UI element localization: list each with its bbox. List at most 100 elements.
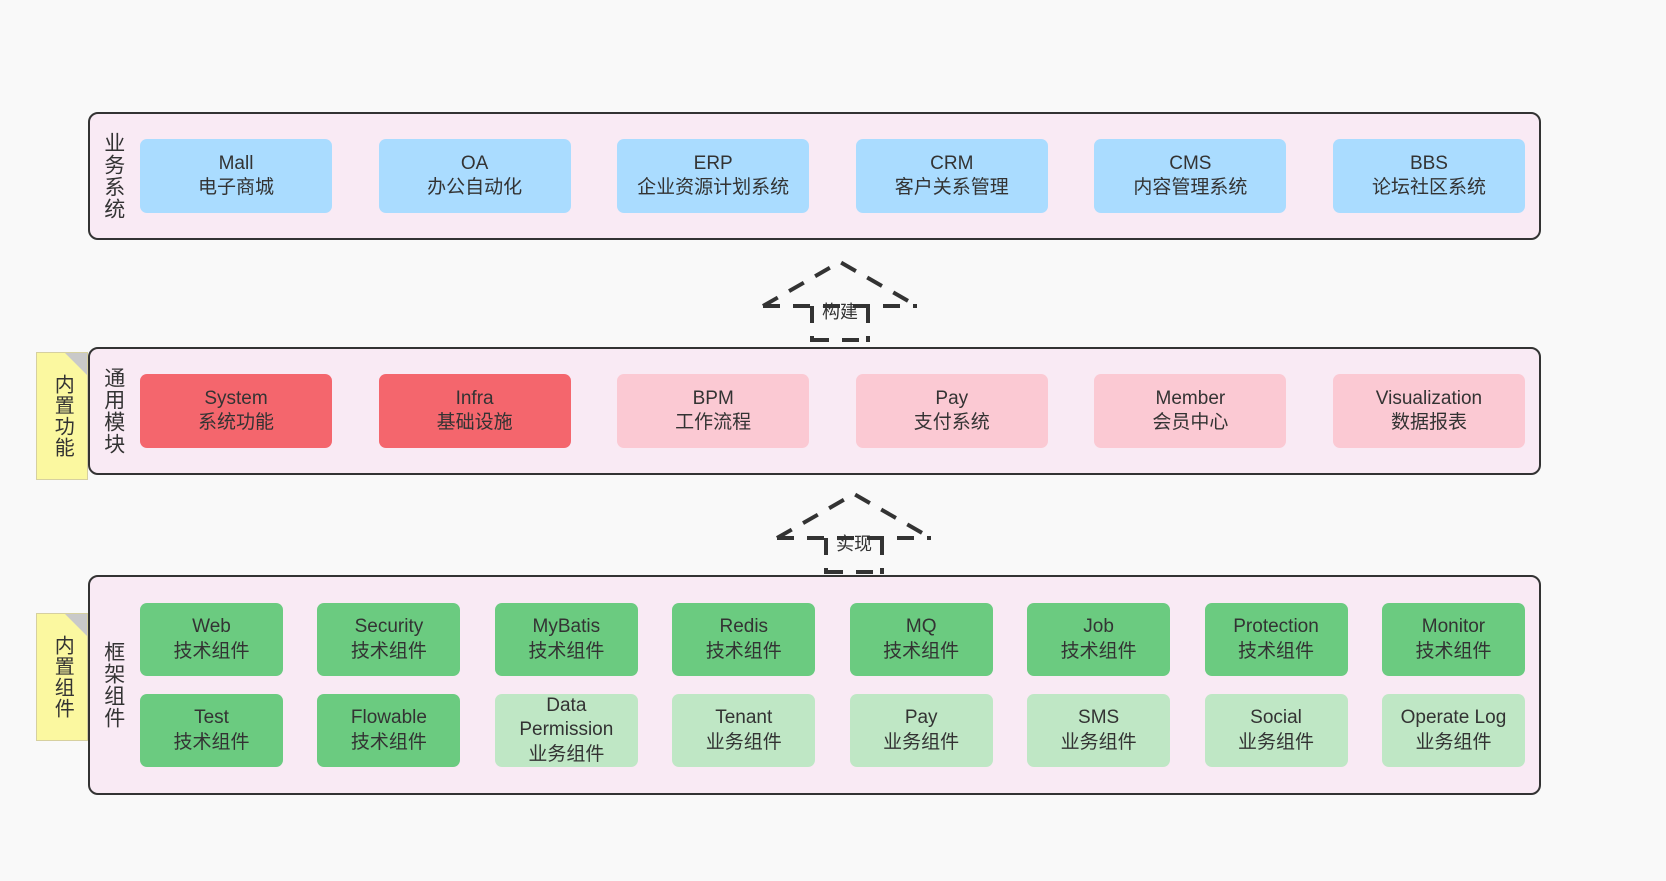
card-pay-component-cn: 业务组件 <box>883 731 960 753</box>
card-cms-cn: 内容管理系统 <box>1133 177 1248 198</box>
arrow-build: 构建 <box>755 258 925 342</box>
card-monitor-cn: 技术组件 <box>1415 640 1492 662</box>
layer-common-modules: 通用模块 System 系统功能 Infra 基础设施 BPM 工作流程 Pay… <box>88 347 1541 475</box>
card-monitor-en: Monitor <box>1421 616 1486 638</box>
card-visualization-en: Visualization <box>1375 387 1483 409</box>
card-mall-en: Mall <box>218 152 254 174</box>
card-mybatis-cn: 技术组件 <box>528 640 605 662</box>
card-job[interactable]: Job 技术组件 <box>1027 603 1171 676</box>
note-builtin-functions: 内置功能 <box>36 352 88 480</box>
card-mall-cn: 电子商城 <box>197 177 274 198</box>
arrow-realize-label: 实现 <box>836 534 872 554</box>
card-web-en: Web <box>192 616 231 638</box>
card-security-cn: 技术组件 <box>350 640 427 662</box>
card-test[interactable]: Test 技术组件 <box>140 694 283 767</box>
layer-common-modules-title: 通用模块 <box>101 367 125 455</box>
card-social-en: Social <box>1250 707 1302 729</box>
card-erp-cn: 企业资源计划系统 <box>637 177 790 198</box>
card-tenant[interactable]: Tenant 业务组件 <box>672 694 816 767</box>
layer-framework-components-body: Web 技术组件 Security 技术组件 MyBatis 技术组件 Redi… <box>136 577 1539 793</box>
card-mall[interactable]: Mall 电子商城 <box>140 139 332 213</box>
card-visualization[interactable]: Visualization 数据报表 <box>1332 374 1525 448</box>
business-card-row: Mall 电子商城 OA 办公自动化 ERP 企业资源计划系统 CRM 客户关系… <box>140 139 1525 213</box>
card-system-cn: 系统功能 <box>197 412 274 433</box>
card-monitor[interactable]: Monitor 技术组件 <box>1381 603 1525 676</box>
card-member[interactable]: Member 会员中心 <box>1094 374 1287 448</box>
framework-card-row-1: Web 技术组件 Security 技术组件 MyBatis 技术组件 Redi… <box>140 603 1525 676</box>
card-pay-component[interactable]: Pay 业务组件 <box>849 694 993 767</box>
card-system[interactable]: System 系统功能 <box>140 374 332 448</box>
card-bbs-en: BBS <box>1409 152 1448 174</box>
card-infra-en: Infra <box>455 387 494 409</box>
card-oa[interactable]: OA 办公自动化 <box>378 139 571 213</box>
card-infra-cn: 基础设施 <box>436 412 513 433</box>
note-builtin-components-label: 内置组件 <box>51 635 74 719</box>
card-system-en: System <box>204 387 268 409</box>
card-sms[interactable]: SMS 业务组件 <box>1027 694 1171 767</box>
card-oa-cn: 办公自动化 <box>427 177 523 198</box>
card-erp[interactable]: ERP 企业资源计划系统 <box>617 139 810 213</box>
card-bbs[interactable]: BBS 论坛社区系统 <box>1332 139 1525 213</box>
card-test-cn: 技术组件 <box>173 731 250 753</box>
card-test-en: Test <box>194 707 229 729</box>
card-sms-en: SMS <box>1078 707 1120 729</box>
card-crm-en: CRM <box>930 152 974 174</box>
note-fold-icon <box>65 614 87 636</box>
card-member-en: Member <box>1155 387 1226 409</box>
layer-business-system-title: 业务系统 <box>101 132 125 220</box>
card-security[interactable]: Security 技术组件 <box>317 603 461 676</box>
card-flowable[interactable]: Flowable 技术组件 <box>317 694 461 767</box>
card-bpm-cn: 工作流程 <box>675 412 752 433</box>
card-infra[interactable]: Infra 基础设施 <box>378 374 571 448</box>
card-redis[interactable]: Redis 技术组件 <box>672 603 816 676</box>
note-fold-icon <box>65 353 87 375</box>
card-flowable-cn: 技术组件 <box>350 731 427 753</box>
card-data-permission-cn: 业务组件 <box>528 743 605 765</box>
card-protection[interactable]: Protection 技术组件 <box>1204 603 1348 676</box>
card-bpm[interactable]: BPM 工作流程 <box>617 374 810 448</box>
card-pay-module[interactable]: Pay 支付系统 <box>855 374 1048 448</box>
card-pay-component-en: Pay <box>904 707 938 729</box>
card-mq[interactable]: MQ 技术组件 <box>849 603 993 676</box>
card-mq-en: MQ <box>905 616 937 638</box>
arrow-build-label: 构建 <box>822 302 858 322</box>
framework-card-row-2: Test 技术组件 Flowable 技术组件 Data Permission … <box>140 694 1525 767</box>
card-pay-module-en: Pay <box>935 387 969 409</box>
card-erp-en: ERP <box>693 152 733 174</box>
card-redis-en: Redis <box>719 616 769 638</box>
note-builtin-functions-label: 内置功能 <box>51 374 74 458</box>
card-crm[interactable]: CRM 客户关系管理 <box>855 139 1048 213</box>
card-mybatis-en: MyBatis <box>532 616 601 638</box>
note-builtin-components: 内置组件 <box>36 613 88 741</box>
card-operate-log-en: Operate Log <box>1400 707 1507 729</box>
module-card-row: System 系统功能 Infra 基础设施 BPM 工作流程 Pay 支付系统… <box>140 374 1525 448</box>
card-data-permission-en: Data Permission <box>519 695 614 741</box>
card-mybatis[interactable]: MyBatis 技术组件 <box>494 603 638 676</box>
card-operate-log-cn: 业务组件 <box>1415 731 1492 753</box>
card-crm-cn: 客户关系管理 <box>894 177 1009 198</box>
layer-business-system: 业务系统 Mall 电子商城 OA 办公自动化 ERP 企业资源计划系统 CRM… <box>88 112 1541 240</box>
card-social-cn: 业务组件 <box>1238 731 1315 753</box>
card-redis-cn: 技术组件 <box>705 640 782 662</box>
layer-framework-components: 框架组件 Web 技术组件 Security 技术组件 MyBatis 技术组件… <box>88 575 1541 795</box>
arrow-realize: 实现 <box>769 490 939 574</box>
card-web-cn: 技术组件 <box>173 640 250 662</box>
card-sms-cn: 业务组件 <box>1060 731 1137 753</box>
card-social[interactable]: Social 业务组件 <box>1204 694 1348 767</box>
card-oa-en: OA <box>460 152 489 174</box>
card-tenant-en: Tenant <box>715 707 773 729</box>
card-cms[interactable]: CMS 内容管理系统 <box>1094 139 1287 213</box>
card-visualization-cn: 数据报表 <box>1390 412 1467 433</box>
card-cms-en: CMS <box>1169 152 1212 174</box>
card-web[interactable]: Web 技术组件 <box>140 603 283 676</box>
card-bpm-en: BPM <box>692 387 734 409</box>
card-protection-en: Protection <box>1233 616 1319 638</box>
card-job-en: Job <box>1083 616 1114 638</box>
card-member-cn: 会员中心 <box>1152 412 1229 433</box>
card-data-permission[interactable]: Data Permission 业务组件 <box>494 694 638 767</box>
card-bbs-cn: 论坛社区系统 <box>1371 177 1486 198</box>
card-operate-log[interactable]: Operate Log 业务组件 <box>1381 694 1525 767</box>
card-security-en: Security <box>354 616 424 638</box>
card-pay-module-cn: 支付系统 <box>913 412 990 433</box>
